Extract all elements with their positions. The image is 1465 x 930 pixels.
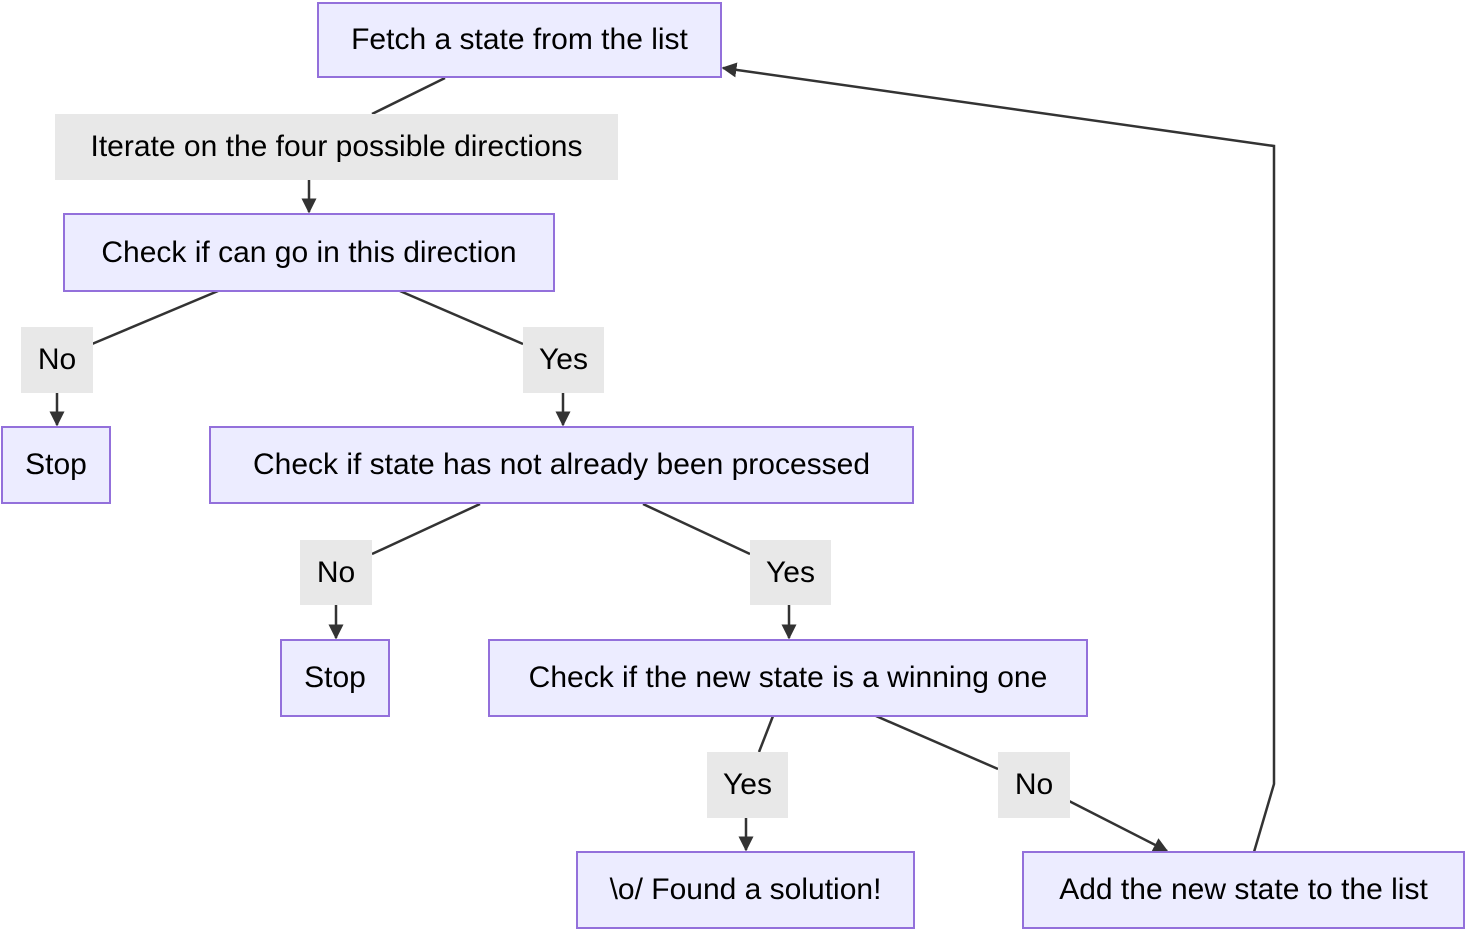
edge-processed-to-yes — [642, 502, 751, 556]
edge-fetch-to-check-direction — [371, 76, 446, 116]
edge-winning-to-no — [875, 714, 999, 771]
edge-label-direction-no: No — [21, 327, 93, 393]
edge-label-winning-yes: Yes — [707, 752, 788, 818]
edge-label-processed-no-text: No — [316, 555, 356, 589]
node-found-solution-label: \o/ Found a solution! — [609, 873, 882, 906]
node-found-solution[interactable]: \o/ Found a solution! — [576, 851, 915, 929]
node-fetch-state[interactable]: Fetch a state from the list — [317, 2, 722, 78]
edge-direction-to-no — [91, 289, 219, 346]
edge-winning-to-yes — [757, 715, 775, 753]
edge-label-processed-yes-text: Yes — [766, 555, 815, 589]
node-add-state-label: Add the new state to the list — [1059, 873, 1428, 906]
node-stop-1-label: Stop — [25, 448, 87, 481]
edge-label-processed-no: No — [300, 540, 372, 605]
node-check-processed-label: Check if state has not already been proc… — [252, 448, 871, 481]
node-check-winning[interactable]: Check if the new state is a winning one — [488, 639, 1088, 717]
edge-label-direction-yes: Yes — [523, 327, 604, 393]
edge-label-direction-yes-text: Yes — [539, 343, 588, 376]
node-stop-2[interactable]: Stop — [280, 639, 390, 717]
edge-label-winning-no-text: No — [1014, 768, 1054, 801]
node-check-processed[interactable]: Check if state has not already been proc… — [209, 426, 914, 504]
edge-label-direction-no-text: No — [37, 343, 77, 376]
edge-processed-to-no — [371, 502, 481, 556]
node-fetch-state-label: Fetch a state from the list — [351, 23, 688, 56]
edge-label-iterate-text: Iterate on the four possible directions — [90, 130, 583, 163]
edge-winning-no-arrow — [1068, 799, 1169, 853]
node-stop-1[interactable]: Stop — [1, 426, 111, 504]
node-check-winning-label: Check if the new state is a winning one — [528, 661, 1048, 694]
edge-label-winning-yes-text: Yes — [723, 768, 772, 801]
edge-label-winning-no: No — [998, 752, 1070, 818]
node-stop-2-label: Stop — [304, 661, 366, 694]
edge-label-iterate: Iterate on the four possible directions — [55, 114, 618, 180]
node-add-state[interactable]: Add the new state to the list — [1022, 851, 1465, 929]
edge-label-processed-yes: Yes — [750, 540, 831, 605]
node-check-direction[interactable]: Check if can go in this direction — [63, 213, 555, 292]
node-check-direction-label: Check if can go in this direction — [101, 235, 517, 269]
edge-direction-to-yes — [399, 289, 524, 346]
edge-loop-back-to-fetch — [721, 62, 1276, 853]
